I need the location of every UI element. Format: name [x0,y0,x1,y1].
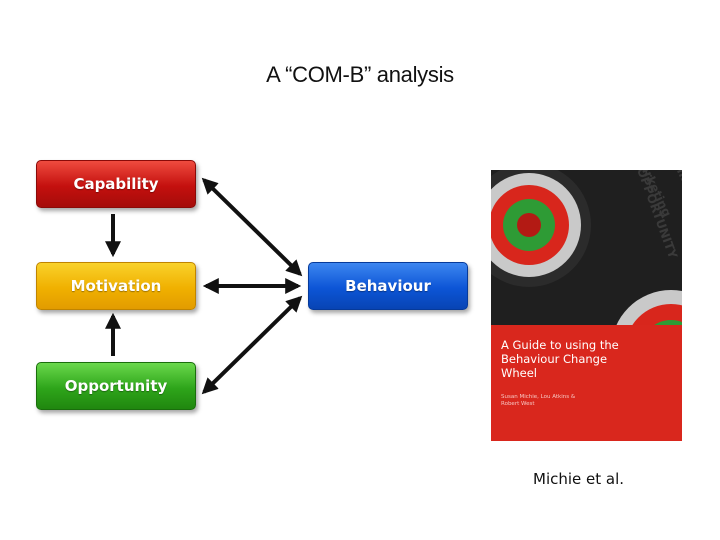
citation-caption: Michie et al. [533,470,625,488]
opportunity-box: Opportunity [36,362,196,410]
arrow-capability-behaviour [201,177,303,277]
book-authors: Susan Michie, Lou Atkins & Robert West [501,394,576,407]
book-cover-image: OPPORTUNITY Communication Marketing A Gu… [491,170,682,441]
behaviour-box: Behaviour [308,262,468,310]
book-title: A Guide to using the Behaviour Change Wh… [501,338,619,380]
book-red-panel [491,325,682,441]
motivation-box: Motivation [36,262,196,310]
arrow-opportunity-behaviour [201,295,303,395]
slide-title: A “COM-B” analysis [266,62,454,87]
capability-box: Capability [36,160,196,208]
